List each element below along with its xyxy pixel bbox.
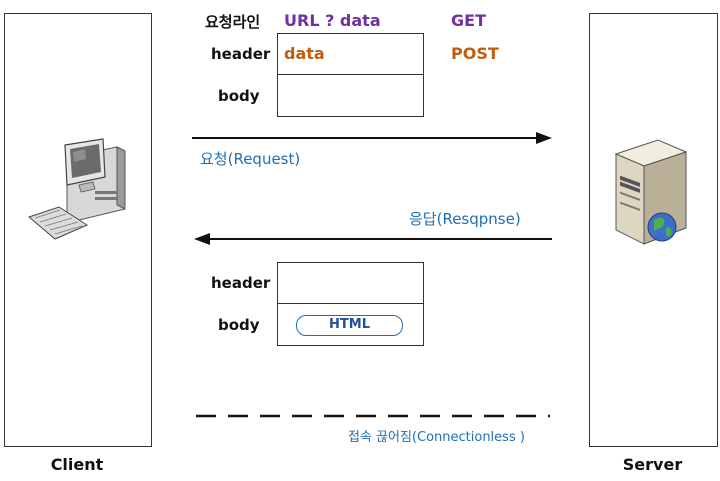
disconnect-label: 접속 끊어짐(Connectionless ) xyxy=(348,430,525,445)
desktop-computer-icon xyxy=(27,138,126,240)
request-line-value: URL ? data xyxy=(284,11,381,30)
server-panel xyxy=(589,13,718,447)
response-body-label: body xyxy=(218,316,260,334)
client-panel xyxy=(4,13,152,447)
response-arrow xyxy=(194,233,552,245)
response-header-box xyxy=(277,262,424,304)
request-arrow-label: 요청(Request) xyxy=(200,150,301,168)
request-body-label: body xyxy=(218,87,260,105)
request-body-box xyxy=(277,74,424,117)
response-arrow-label: 응답(Resqpnse) xyxy=(409,210,521,228)
method-post: POST xyxy=(451,44,499,63)
server-tower-icon xyxy=(614,139,688,245)
request-arrow xyxy=(192,132,552,144)
response-body-html: HTML xyxy=(296,315,403,336)
request-header-value: data xyxy=(284,44,325,63)
client-caption: Client xyxy=(50,455,104,474)
request-line-label: 요청라인 xyxy=(205,13,261,31)
request-header-label: header xyxy=(211,45,271,63)
method-get: GET xyxy=(451,11,486,30)
disconnect-dashed-line xyxy=(196,414,550,418)
response-header-label: header xyxy=(211,274,271,292)
server-caption: Server xyxy=(622,455,683,474)
